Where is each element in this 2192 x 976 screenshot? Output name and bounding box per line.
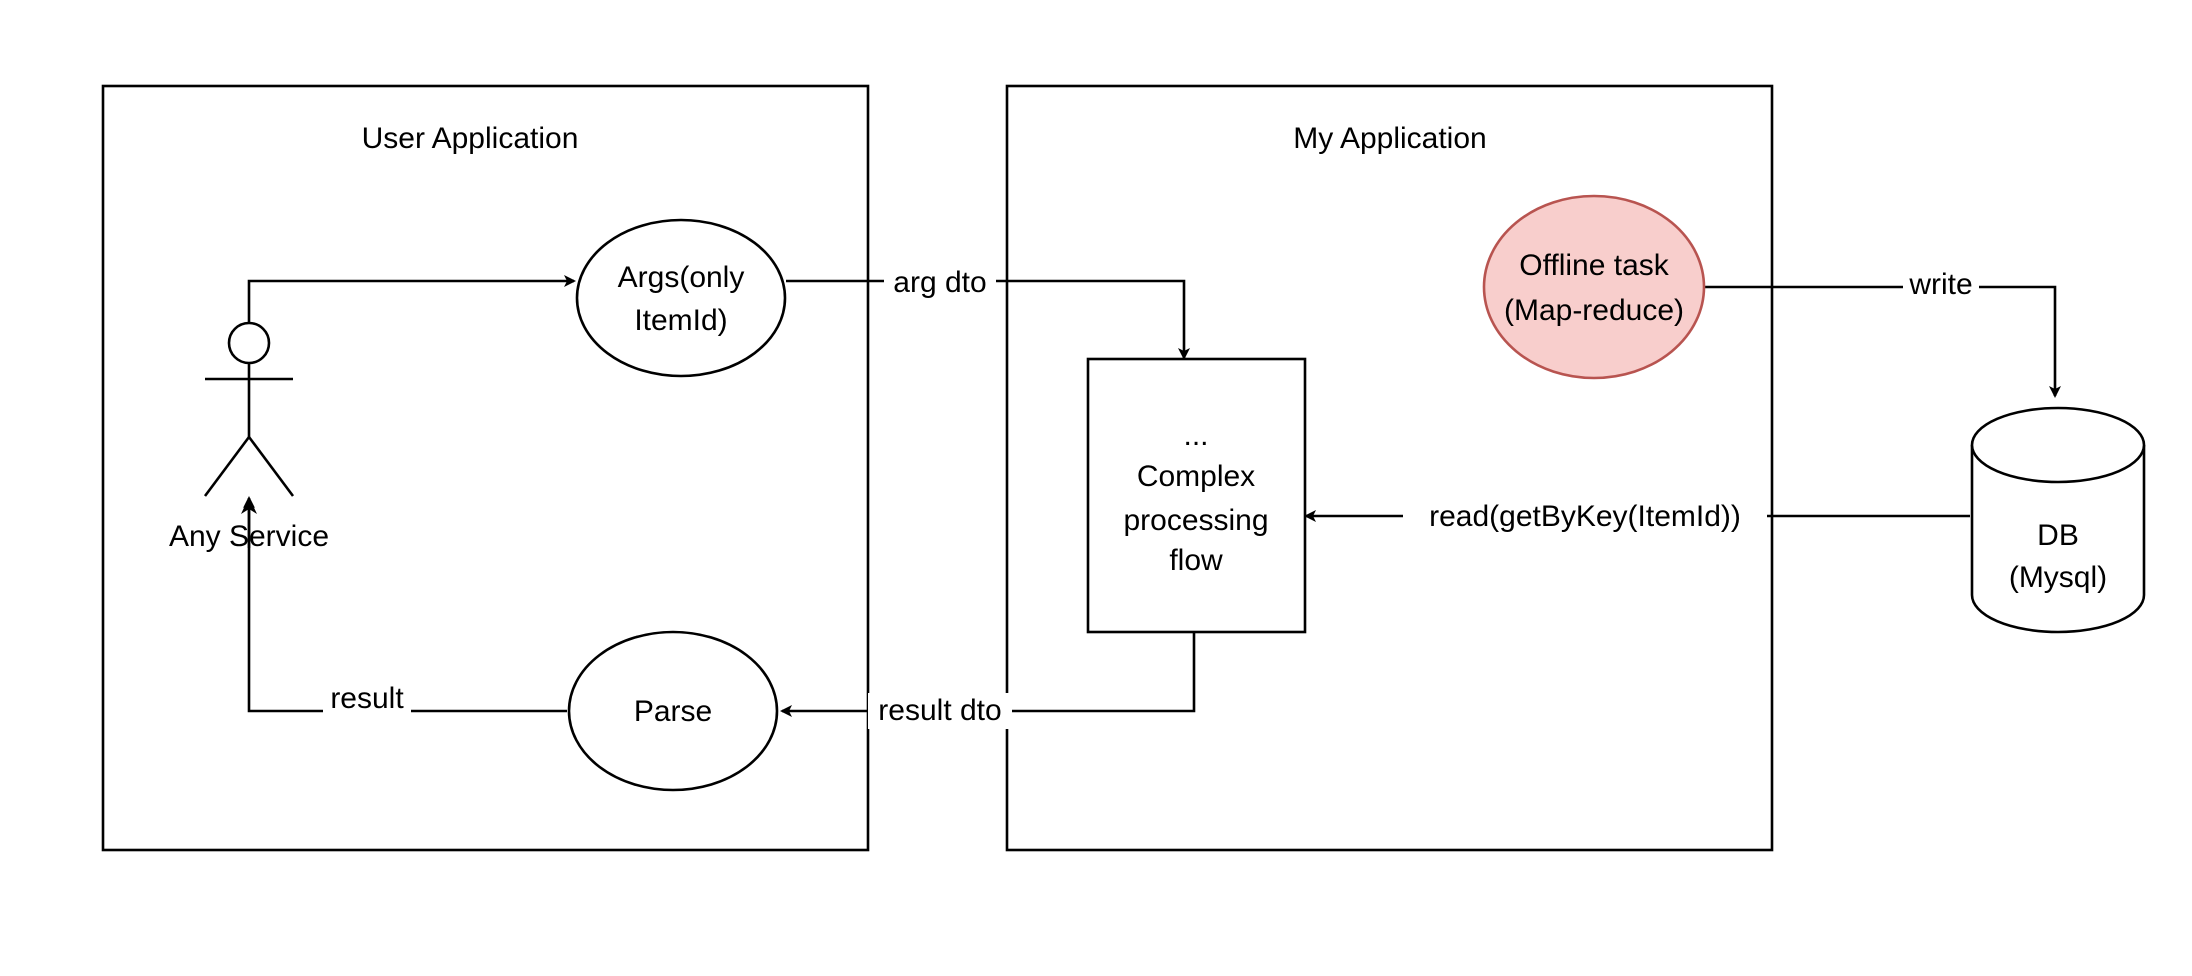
my-application-title: My Application <box>1293 122 1486 155</box>
user-application-title: User Application <box>362 122 579 155</box>
result-label-bg <box>323 680 411 716</box>
args-node[interactable] <box>575 218 787 378</box>
db-cylinder-node[interactable] <box>1970 406 2146 634</box>
write-edge[interactable] <box>1705 285 2061 398</box>
result-label: result <box>330 682 404 715</box>
db-label-line2: (Mysql) <box>2009 561 2107 594</box>
db-label-line1: DB <box>2037 519 2079 552</box>
actor-stick-figure-icon[interactable] <box>203 321 295 497</box>
result-arrowhead-icon <box>241 497 257 514</box>
offline-task-label-line2: (Map-reduce) <box>1504 294 1684 327</box>
actor-to-args-edge[interactable] <box>247 275 576 324</box>
processing-label-line1: ... <box>1183 419 1208 452</box>
read-label-bg <box>1403 498 1767 536</box>
write-label-bg <box>1903 269 1979 305</box>
processing-label-line3: processing <box>1123 504 1268 537</box>
offline-task-label-line1: Offline task <box>1519 249 1670 282</box>
result-dto-label: result dto <box>878 694 1001 727</box>
arg-dto-label-bg <box>884 263 996 299</box>
processing-label-line4: flow <box>1169 544 1223 577</box>
arg-dto-label: arg dto <box>893 266 986 299</box>
result-edge[interactable] <box>243 496 567 713</box>
args-label-line2: ItemId) <box>634 304 727 337</box>
parse-node[interactable] <box>567 630 779 792</box>
read-label: read(getByKey(ItemId)) <box>1429 500 1741 533</box>
result-dto-label-bg <box>868 693 1012 729</box>
write-label: write <box>1908 268 1972 301</box>
parse-label: Parse <box>634 695 712 728</box>
complex-processing-node[interactable] <box>1086 357 1307 634</box>
args-label-line1: Args(only <box>618 261 745 294</box>
offline-task-node[interactable] <box>1482 194 1706 380</box>
processing-label-line2: Complex <box>1137 460 1255 493</box>
